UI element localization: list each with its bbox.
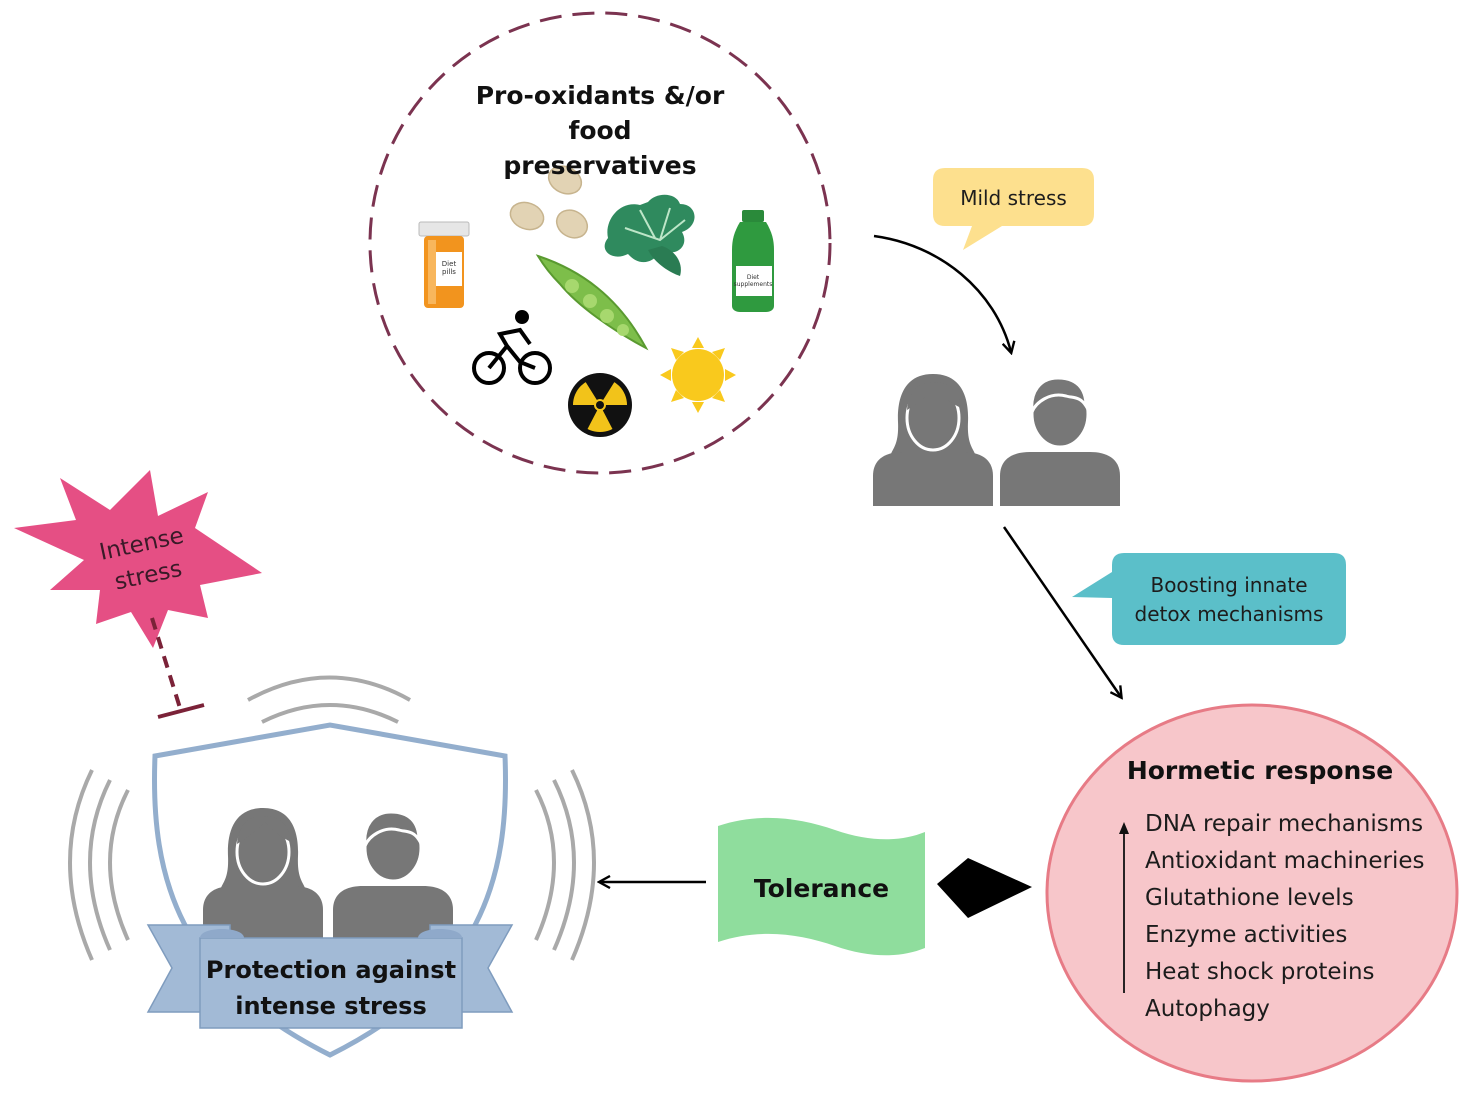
man-person-icon: [999, 376, 1121, 506]
diet-pills-label-line1: Diet: [441, 260, 457, 268]
diet-supplements-label: Diet supplements: [733, 274, 773, 288]
hormetic-item: Enzyme activities: [1145, 922, 1348, 948]
cyclist-icon: [472, 310, 552, 385]
inhibition-bar: [157, 703, 205, 719]
hormetic-item: Autophagy: [1145, 996, 1270, 1022]
diet-supplements-icon: [732, 210, 774, 312]
arrow-to-tolerance: [937, 858, 1032, 918]
hormetic-response-circle: [1045, 703, 1459, 1083]
arrow-to-people: [873, 234, 1011, 352]
pea-pod-icon: [535, 254, 649, 351]
sources-title-line1: Pro-oxidants &/or food: [475, 81, 725, 145]
boost-line1: Boosting innate: [1150, 573, 1308, 597]
woman-person-icon: [872, 372, 994, 506]
beans-icon: [509, 165, 589, 239]
sources-title-line2: preservatives: [503, 151, 697, 180]
hormetic-item: Glutathione levels: [1145, 885, 1354, 911]
tolerance-flag-shape: [718, 817, 925, 956]
boost-line2: detox mechanisms: [1134, 602, 1324, 626]
mild-stress-callout-shape: [933, 168, 1094, 250]
diet-pills-label: Diet pills: [436, 260, 462, 276]
mild-stress-label: Mild stress: [960, 186, 1067, 210]
arrow-to-hormetic: [1002, 526, 1121, 697]
hormetic-item: DNA repair mechanisms: [1145, 811, 1424, 837]
hormetic-item: Antioxidant machineries: [1145, 848, 1425, 874]
hormetic-list: DNA repair mechanisms Antioxidant machin…: [1145, 806, 1425, 1028]
boost-callout-shape: [1072, 553, 1346, 645]
inhibition-line: [150, 617, 182, 709]
sources-dashed-circle: [368, 11, 832, 475]
sources-title: Pro-oxidants &/or food preservatives: [440, 78, 760, 183]
tolerance-label: Tolerance: [753, 874, 890, 903]
protection-line2: intense stress: [235, 992, 427, 1020]
diet-pills-label-line2: pills: [442, 268, 456, 276]
protection-label: Protection against intense stress: [200, 952, 462, 1024]
hormetic-item: Heat shock proteins: [1145, 959, 1375, 985]
protection-line1: Protection against: [205, 956, 457, 984]
boost-callout-text: Boosting innate detox mechanisms: [1112, 571, 1346, 629]
radiation-icon: [568, 373, 632, 437]
leafy-vegetable-icon: [604, 194, 695, 276]
increase-arrow-head: [1119, 822, 1129, 834]
diet-supplements-label-line2: supplements: [733, 281, 773, 288]
diet-pills-icon: [418, 221, 470, 308]
intense-stress-starburst: [14, 470, 262, 648]
hormetic-title: Hormetic response: [1126, 756, 1394, 785]
protection-ribbon: [146, 924, 514, 1029]
sun-icon: [660, 337, 736, 413]
diet-supplements-label-line1: Diet: [746, 274, 760, 281]
